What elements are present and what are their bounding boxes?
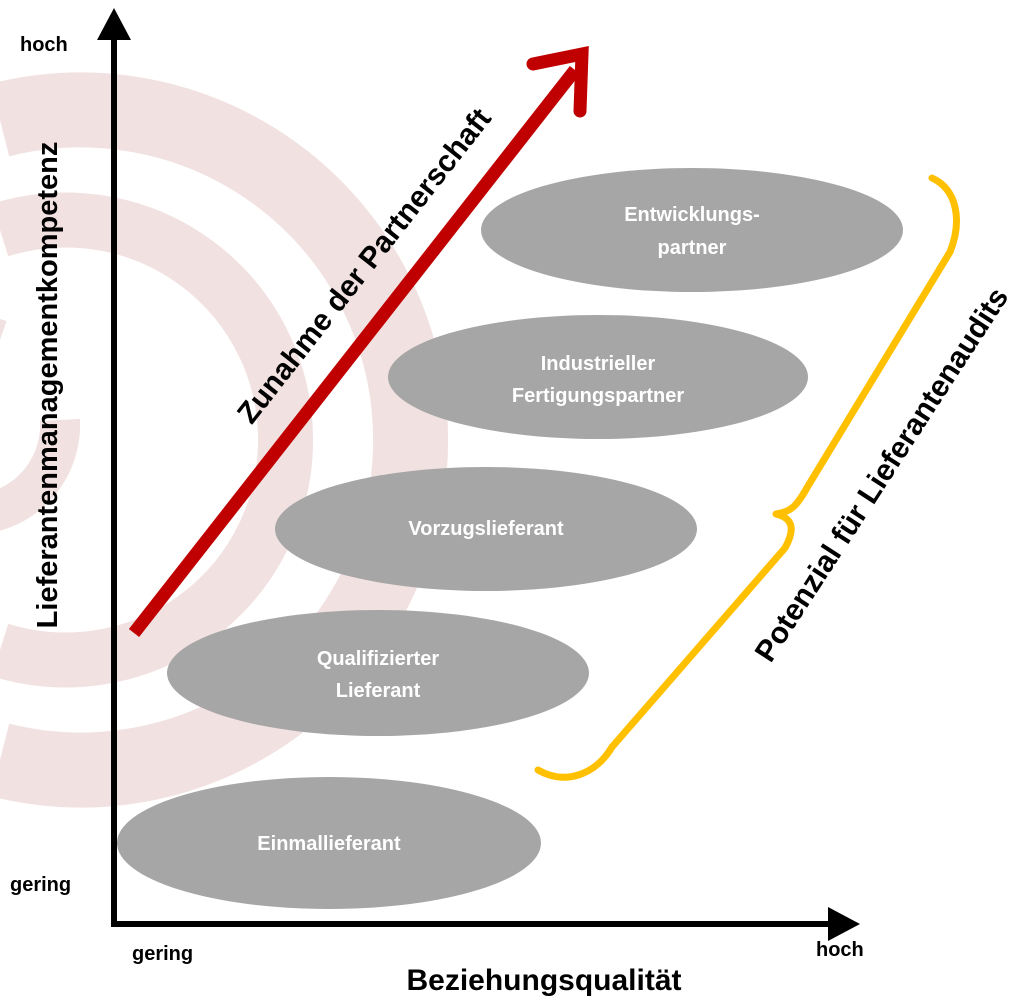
x-axis-low-label: gering [132, 943, 193, 965]
stage-label-line1: Industrieller [541, 353, 656, 375]
stage-vorzugslieferant: Vorzugslieferant [275, 467, 697, 591]
stage-label-line1: Entwicklungs- [624, 204, 760, 226]
stage-label: Einmallieferant [257, 833, 401, 855]
stage-ellipse [388, 315, 808, 439]
stage-label-line2: Fertigungspartner [512, 385, 684, 407]
x-axis-arrowhead [828, 907, 860, 941]
stage-label: Vorzugslieferant [408, 518, 564, 540]
partnership-arrow-shaft [128, 65, 581, 638]
audit-potential-label: Potenzial für Lieferantenaudits [749, 282, 1015, 668]
stage-label-line1: Qualifizierter [317, 648, 439, 670]
y-axis-arrowhead [97, 8, 131, 40]
partnership-arrowhead [526, 45, 589, 118]
x-axis-high-label: hoch [816, 939, 864, 961]
stage-ellipse [481, 168, 903, 292]
audit-potential-brace [534, 174, 960, 781]
stage-label-line2: partner [658, 237, 727, 259]
stage-ellipse [167, 610, 589, 736]
stage-einmallieferant: Einmallieferant [117, 777, 541, 909]
stage-entwicklungspartner: Entwicklungs- partner [481, 168, 903, 292]
stage-ellipse [275, 467, 697, 591]
stage-qualifizierter-lieferant: Qualifizierter Lieferant [167, 610, 589, 736]
y-axis-high-label: hoch [20, 34, 68, 56]
stage-industrieller-fertigungspartner: Industrieller Fertigungspartner [388, 315, 808, 439]
stage-ellipse [117, 777, 541, 909]
axes [97, 8, 860, 941]
y-axis-low-label: gering [10, 874, 71, 896]
partnership-arrow [128, 45, 589, 638]
x-axis-title: Beziehungsqualität [406, 964, 681, 997]
y-axis-title: Lieferantenmanagementkompetenz [32, 142, 64, 629]
stage-label-line2: Lieferant [336, 680, 421, 702]
